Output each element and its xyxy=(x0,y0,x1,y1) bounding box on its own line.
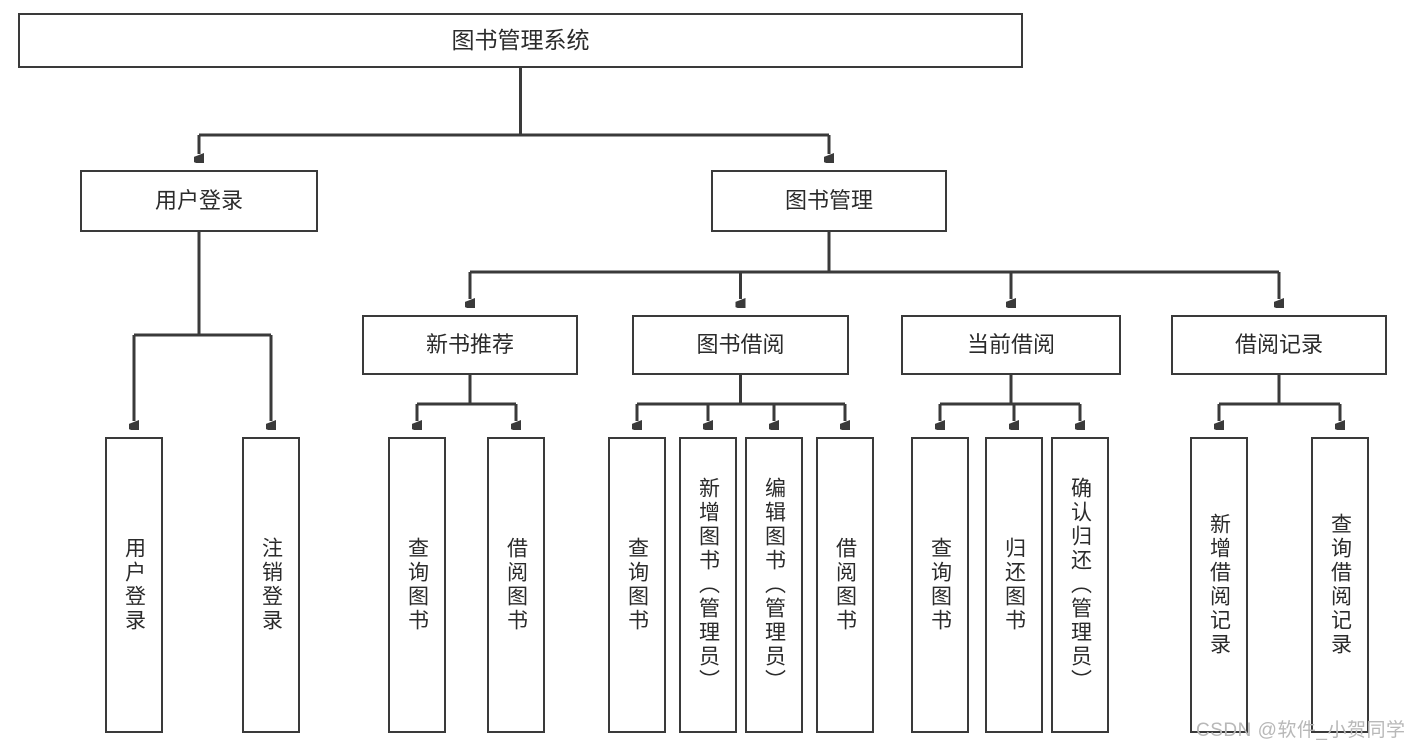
leaf-add-record[interactable]: 新增借阅记录 xyxy=(1190,437,1248,733)
leaf-query-record-label: 查询借阅记录 xyxy=(1328,513,1352,657)
leaf-query-record[interactable]: 查询借阅记录 xyxy=(1311,437,1369,733)
leaf-user-logout[interactable]: 注销登录 xyxy=(242,437,300,733)
node-current-borrow-label: 当前借阅 xyxy=(966,331,1055,357)
node-current-borrow[interactable]: 当前借阅 xyxy=(901,315,1121,375)
leaf-user-login[interactable]: 用户登录 xyxy=(105,437,163,733)
node-root-label: 图书管理系统 xyxy=(451,26,590,53)
node-new-book-rec[interactable]: 新书推荐 xyxy=(362,315,578,375)
leaf-add-book-label: 新增图书（管理员） xyxy=(696,477,720,693)
node-book-manage-label: 图书管理 xyxy=(784,187,873,213)
leaf-borrow-book-1[interactable]: 借阅图书 xyxy=(487,437,545,733)
node-user-login-label: 用户登录 xyxy=(154,187,243,213)
leaf-query-book-1-label: 查询图书 xyxy=(405,537,429,633)
node-new-book-rec-label: 新书推荐 xyxy=(425,331,514,357)
leaf-return-book-label: 归还图书 xyxy=(1002,537,1026,633)
leaf-add-book[interactable]: 新增图书（管理员） xyxy=(679,437,737,733)
node-root[interactable]: 图书管理系统 xyxy=(18,13,1023,68)
leaf-edit-book-label: 编辑图书（管理员） xyxy=(762,477,786,693)
leaf-query-book-1[interactable]: 查询图书 xyxy=(388,437,446,733)
leaf-query-book-3-label: 查询图书 xyxy=(928,537,952,633)
leaf-user-logout-label: 注销登录 xyxy=(259,537,283,633)
leaf-borrow-book-1-label: 借阅图书 xyxy=(504,537,528,633)
node-borrow-record[interactable]: 借阅记录 xyxy=(1171,315,1387,375)
leaf-confirm-return[interactable]: 确认归还（管理员） xyxy=(1051,437,1109,733)
leaf-add-record-label: 新增借阅记录 xyxy=(1207,513,1231,657)
leaf-query-book-3[interactable]: 查询图书 xyxy=(911,437,969,733)
node-book-borrow[interactable]: 图书借阅 xyxy=(632,315,849,375)
csdn-watermark: CSDN @软件_小贺同学 xyxy=(1196,720,1405,741)
leaf-query-book-2-label: 查询图书 xyxy=(625,537,649,633)
leaf-confirm-return-label: 确认归还（管理员） xyxy=(1068,477,1092,693)
leaf-edit-book[interactable]: 编辑图书（管理员） xyxy=(745,437,803,733)
leaf-user-login-label: 用户登录 xyxy=(122,537,146,633)
leaf-borrow-book-2[interactable]: 借阅图书 xyxy=(816,437,874,733)
node-user-login[interactable]: 用户登录 xyxy=(80,170,318,232)
node-borrow-record-label: 借阅记录 xyxy=(1234,331,1323,357)
node-book-manage[interactable]: 图书管理 xyxy=(711,170,947,232)
leaf-return-book[interactable]: 归还图书 xyxy=(985,437,1043,733)
leaf-query-book-2[interactable]: 查询图书 xyxy=(608,437,666,733)
leaf-borrow-book-2-label: 借阅图书 xyxy=(833,537,857,633)
node-book-borrow-label: 图书借阅 xyxy=(696,331,785,357)
